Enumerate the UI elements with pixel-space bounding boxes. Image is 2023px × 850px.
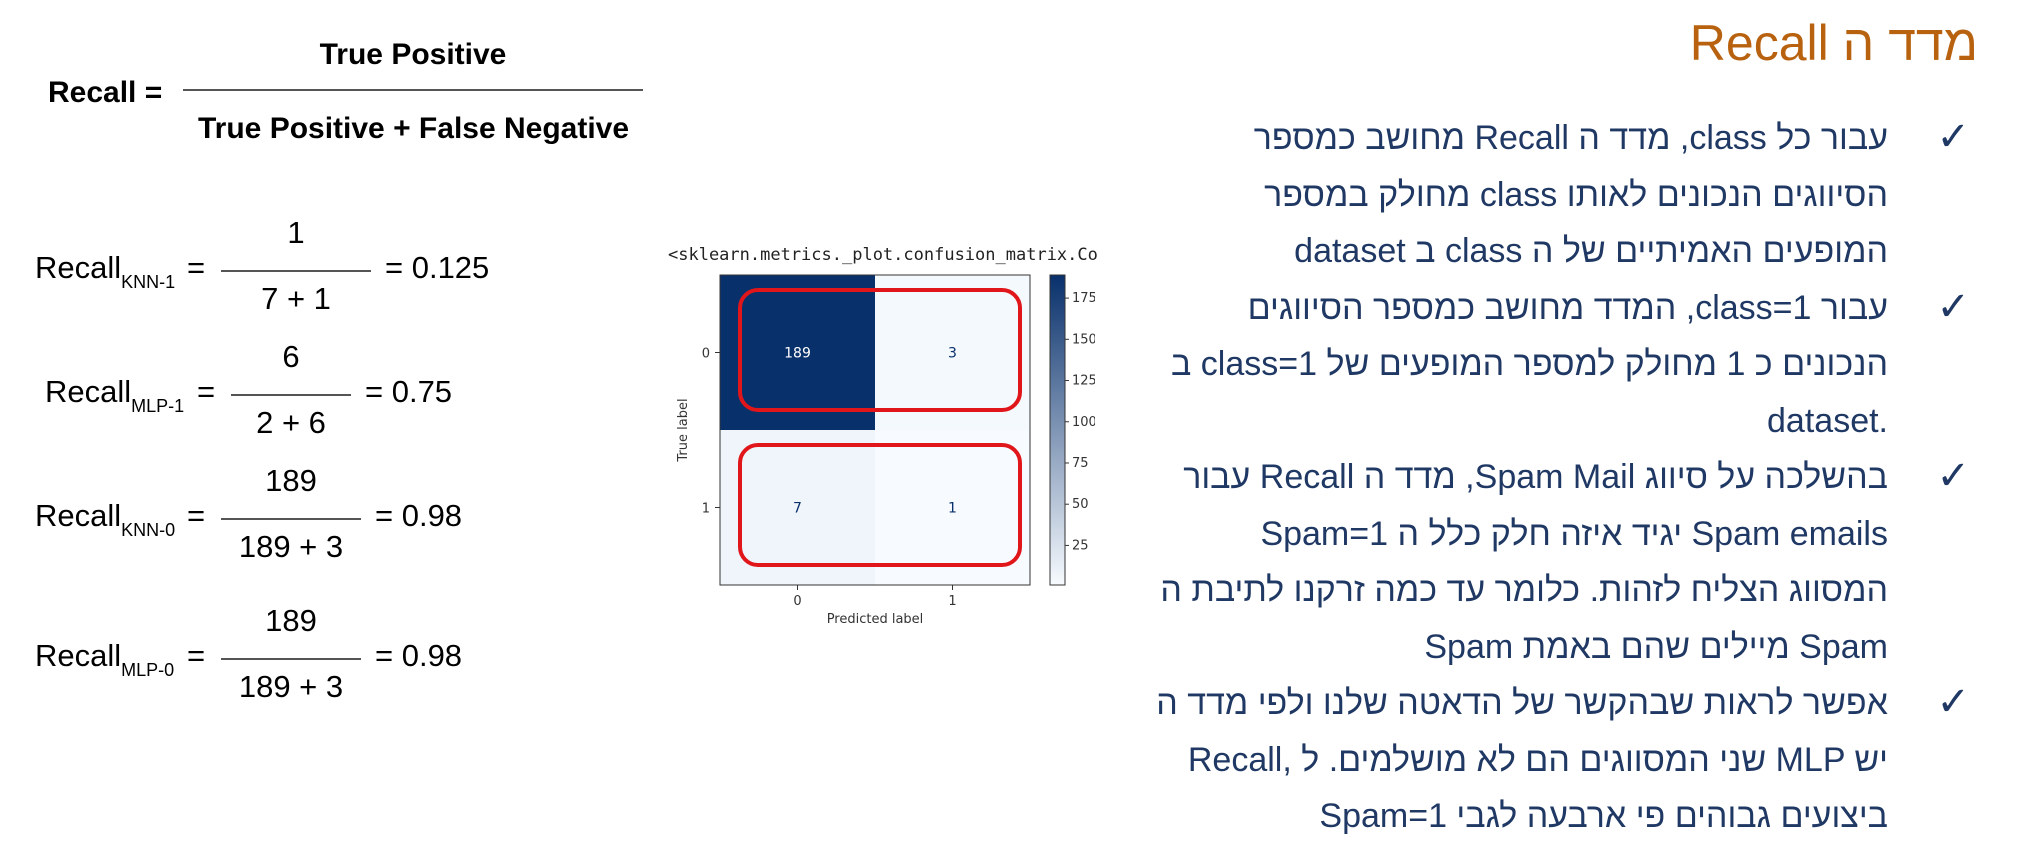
formula-numerator: 6 xyxy=(282,339,300,374)
formula-label: RecallKNN-0 xyxy=(35,498,175,541)
equals-sign: = xyxy=(197,374,216,409)
main-formula: Recall = True Positive True Positive + F… xyxy=(48,38,648,160)
formula-numerator: 189 xyxy=(265,603,317,638)
x-tick-label: 1 xyxy=(948,594,956,609)
colorbar-tick-label: 75 xyxy=(1072,456,1089,471)
colorbar-tick-label: 175 xyxy=(1072,291,1095,306)
colorbar xyxy=(1049,274,1066,586)
bullet-text-line: הנכונים כ 1 מחולק למספר המופעים של class… xyxy=(1171,345,1888,383)
matrix-frame xyxy=(719,274,1031,586)
bullet-text-line: הסיווגים הנכונים לאותו class מחולק במספר xyxy=(1264,175,1888,214)
colorbar-tick-label: 125 xyxy=(1072,374,1095,389)
cell-value: 1 xyxy=(948,501,957,517)
bullet-text-line: dataset. xyxy=(1767,401,1888,440)
cell-value: 3 xyxy=(948,346,957,362)
matrix-caption: <sklearn.metrics._plot.confusion_matrix.… xyxy=(668,245,1098,265)
bullet-text-line: Spam=1 יגיד איזה חלק כלל ה Spam emails xyxy=(1260,514,1888,553)
equals-sign: = xyxy=(187,250,206,285)
fraction-line xyxy=(183,89,643,91)
bullet-text-line: אפשר לראות שבהקשר של הדאטה שלנו ולפי מדד… xyxy=(1156,684,1888,722)
x-tick-label: 0 xyxy=(793,594,801,609)
formula-label: RecallKNN-1 xyxy=(35,250,175,293)
recall-formula: RecallMLP-0 = 189 189 + 3 = 0.98 xyxy=(35,603,535,704)
y-tick-label: 1 xyxy=(702,502,710,517)
bullet-item: ✓ אפשר לראות שבהקשר של הדאטה שלנו ולפי מד… xyxy=(1108,675,1978,845)
fraction-line xyxy=(221,658,361,660)
colorbar-tick-label: 50 xyxy=(1072,497,1089,512)
formula-denominator: 189 + 3 xyxy=(238,669,344,704)
formula-result: = 0.98 xyxy=(375,498,463,533)
cell-value: 7 xyxy=(793,501,802,517)
x-axis-label: Predicted label xyxy=(827,612,924,627)
formula-denominator: 2 + 6 xyxy=(256,405,326,440)
formula-result: = 0.75 xyxy=(365,374,453,409)
formula-name: Recall xyxy=(35,250,122,285)
formula-denominator: 189 + 3 xyxy=(238,529,344,564)
formula-numerator: 1 xyxy=(287,215,305,250)
bullet-text-line: עבור class=1, המדד מחושב כמספר הסיווגים xyxy=(1247,288,1888,327)
fraction-line xyxy=(221,270,371,272)
formula-subscript: MLP-0 xyxy=(121,660,175,680)
bullet-text-line: המסווג הצליח לזהות. כלומר עד כמה זרקנו ל… xyxy=(1160,571,1888,609)
highlight-box xyxy=(738,288,1022,412)
cell-value: 189 xyxy=(784,346,811,362)
colorbar-tick-label: 100 xyxy=(1072,415,1095,430)
bullet-list: ✓ עבור כל class, מדד ה Recall מחושב כמספר… xyxy=(1108,110,1978,845)
matrix-cell xyxy=(875,430,1030,585)
formula-subscript: KNN-1 xyxy=(121,272,176,292)
checkmark-icon: ✓ xyxy=(1936,679,1970,725)
formula-numerator: 189 xyxy=(265,463,317,498)
formula-denominator: True Positive + False Negative xyxy=(198,112,630,145)
checkmark-icon: ✓ xyxy=(1936,453,1970,499)
bullet-text-line: בהשלכה על סיווג Spam Mail, מדד ה Recall … xyxy=(1183,458,1888,496)
slide-title: מדד ה Recall xyxy=(1689,15,1978,71)
recall-formula: RecallMLP-1 = 6 2 + 6 = 0.75 xyxy=(45,339,545,440)
recall-formula: RecallKNN-1 = 1 7 + 1 = 0.125 xyxy=(35,215,535,316)
formula-label: Recall = xyxy=(48,76,163,109)
checkmark-icon: ✓ xyxy=(1936,283,1970,330)
formula-subscript: KNN-0 xyxy=(121,520,176,540)
equals-sign: = xyxy=(187,638,206,673)
colorbar-tick-label: 25 xyxy=(1072,538,1089,553)
highlight-box xyxy=(738,443,1022,567)
bullet-text-line: Recall, שני המסווגים הם לא מושלמים. ל ML… xyxy=(1187,740,1888,779)
bullet-text-line: המופעים האמיתיים של ה class ב dataset xyxy=(1294,232,1888,270)
bullet-item: ✓ עבור כל class, מדד ה Recall מחושב כמספר… xyxy=(1108,110,1978,280)
recall-formula: RecallKNN-0 = 189 189 + 3 = 0.98 xyxy=(35,463,535,564)
formula-name: Recall xyxy=(45,374,132,409)
formula-label: RecallMLP-0 xyxy=(35,638,174,681)
formula-numerator: True Positive xyxy=(319,38,507,71)
bullet-text-line: Spam מיילים שהם באמת Spam xyxy=(1424,627,1888,666)
fraction-line xyxy=(221,518,361,520)
formula-denominator: 7 + 1 xyxy=(261,281,331,316)
fraction-line xyxy=(231,394,351,396)
y-axis-label: True label xyxy=(676,398,691,462)
formula-result: = 0.125 xyxy=(385,250,490,285)
formula-result: = 0.98 xyxy=(375,638,463,673)
bullet-text-line: עבור כל class, מדד ה Recall מחושב כמספר xyxy=(1253,119,1888,157)
formula-label: RecallMLP-1 xyxy=(45,374,184,417)
bullet-item: ✓ עבור class=1, המדד מחושב כמספר הסיווגים… xyxy=(1108,280,1978,450)
checkmark-icon: ✓ xyxy=(1936,114,1970,160)
formula-name: Recall xyxy=(35,498,122,533)
equals-sign: = xyxy=(187,498,206,533)
formula-subscript: MLP-1 xyxy=(131,396,185,416)
matrix-cell xyxy=(875,275,1030,430)
bullet-text-line: ביצועים גבוהים פי ארבעה לגבי Spam=1 xyxy=(1319,797,1888,835)
colorbar-tick-label: 150 xyxy=(1072,332,1095,347)
formula-name: Recall xyxy=(35,638,122,673)
bullet-item: ✓ בהשלכה על סיווג Spam Mail, מדד ה Recall… xyxy=(1108,449,1978,675)
y-tick-label: 0 xyxy=(702,347,710,362)
